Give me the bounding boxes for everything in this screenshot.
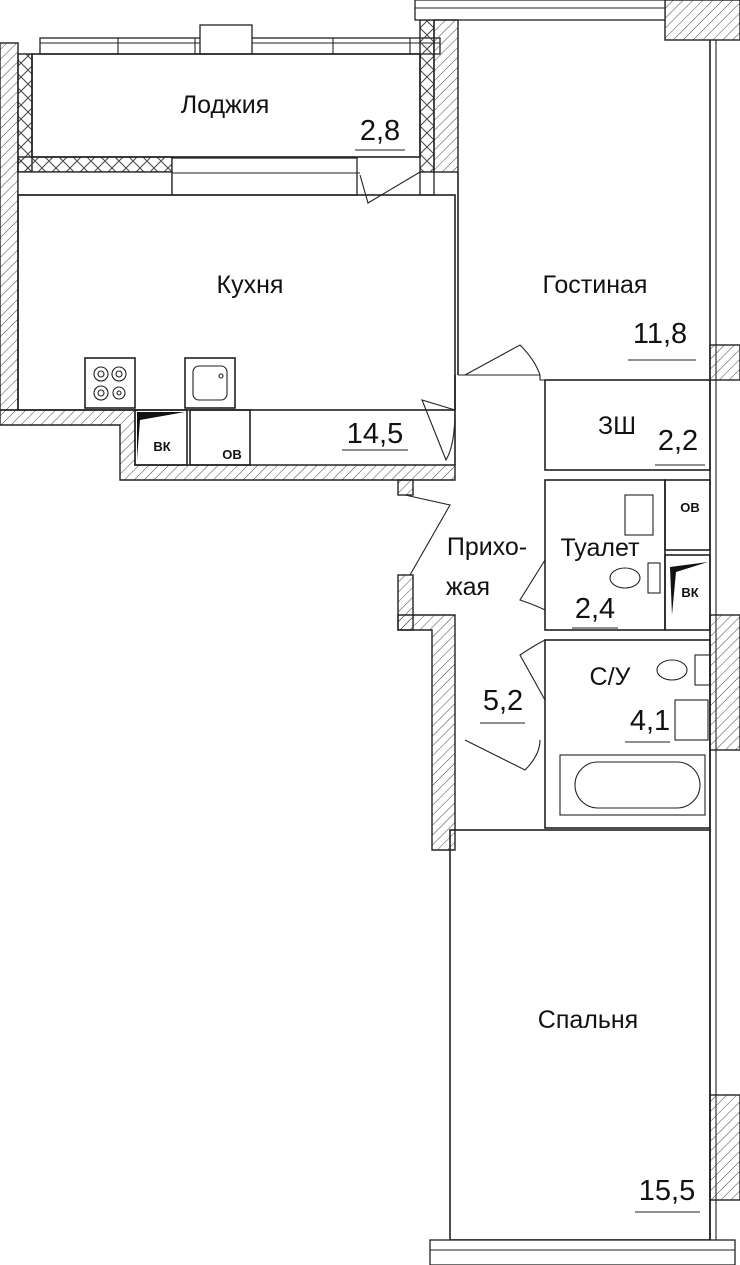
svg-text:ОВ: ОВ — [222, 447, 242, 462]
svg-text:15,5: 15,5 — [639, 1175, 695, 1207]
kitchen-window — [171, 157, 358, 196]
svg-text:ВК: ВК — [681, 585, 698, 600]
svg-text:5,2: 5,2 — [483, 685, 523, 717]
kitchen — [17, 194, 456, 411]
svg-text:жая: жая — [446, 573, 490, 601]
shaft-vk-kitchen: ВК — [134, 409, 188, 466]
hall-wall-left — [397, 614, 456, 851]
svg-text:ОВ: ОВ — [680, 500, 700, 515]
bathroom — [544, 639, 711, 829]
toilet-icon — [656, 654, 711, 686]
svg-text:2,2: 2,2 — [658, 425, 698, 457]
washbasin-icon — [674, 699, 709, 741]
svg-text:4,1: 4,1 — [630, 705, 670, 737]
svg-text:Туалет: Туалет — [560, 534, 640, 562]
sink-icon — [184, 357, 236, 409]
bathtub-icon — [559, 754, 706, 816]
svg-text:11,8: 11,8 — [633, 318, 687, 350]
toilet-icon — [609, 562, 661, 594]
living-window — [414, 0, 666, 21]
svg-text:Лоджия: Лоджия — [181, 91, 270, 119]
outer-wall-left — [0, 42, 19, 411]
closet — [544, 379, 711, 471]
svg-text:Кухня: Кухня — [217, 271, 284, 299]
shaft-ov-kitchen: ОВ — [189, 409, 251, 466]
svg-text:Спальня: Спальня — [538, 1006, 638, 1034]
washbasin-icon — [624, 494, 654, 536]
stove-icon — [84, 357, 136, 409]
svg-text:14,5: 14,5 — [347, 418, 403, 450]
svg-text:Гостиная: Гостиная — [543, 271, 648, 299]
living-wall-left — [433, 19, 459, 173]
loggia — [17, 19, 441, 173]
svg-text:Прихо-: Прихо- — [447, 533, 527, 561]
svg-text:ЗШ: ЗШ — [598, 412, 636, 440]
bedroom-window — [429, 1239, 736, 1265]
svg-text:С/У: С/У — [590, 663, 631, 691]
svg-text:2,4: 2,4 — [575, 593, 615, 625]
svg-text:2,8: 2,8 — [360, 115, 400, 147]
svg-text:ВК: ВК — [153, 439, 170, 454]
